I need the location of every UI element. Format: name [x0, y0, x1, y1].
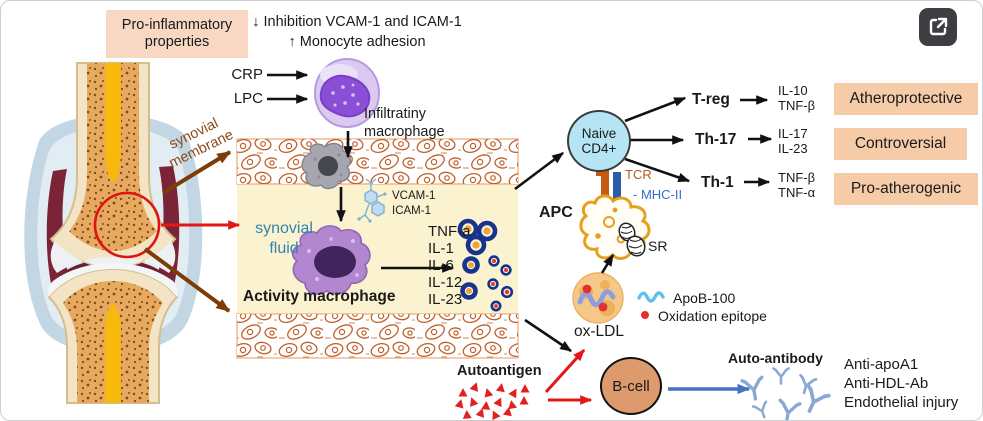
oxidation-epitope-dot: [641, 311, 649, 319]
oxldl-label: ox-LDL: [574, 323, 624, 340]
th17-cytokines: IL-17 IL-23: [778, 126, 808, 156]
expand-icon: [929, 17, 948, 36]
sr-label: SR: [648, 238, 668, 254]
naive-cd4-cell: Naive CD4+: [567, 110, 631, 172]
antibody-icons: [740, 367, 831, 420]
red-arrows: [161, 220, 593, 405]
outcome-line: Anti-HDL-Ab: [844, 375, 929, 392]
tissue-band-bottom: [236, 313, 519, 359]
expand-button[interactable]: [919, 8, 957, 46]
apob-wave-icon: [637, 291, 665, 303]
arrow-autoantigen-to-oxldl: [544, 348, 586, 394]
tissue-band-top: [236, 138, 519, 185]
arrow-naive-to-treg: [624, 96, 687, 123]
adhesion-molecule-icon: [357, 178, 387, 223]
arrow-membrane-to-oxldl: [524, 318, 572, 353]
autoantigen-triangles: [454, 382, 530, 420]
brown-arrows: [143, 150, 232, 313]
lpc-label: LPC: [233, 90, 263, 107]
cytokine-particles: [457, 218, 514, 312]
apob-legend-label: ApoB-100: [673, 290, 736, 306]
black-arrows: [267, 70, 773, 353]
cytokine-list: TNF-a IL-1 IL-6 IL-12 IL-23: [428, 223, 471, 308]
crp-label: CRP: [231, 66, 263, 83]
effects-caption: ↓ Inhibition VCAM-1 and ICAM-1 ↑ Monocyt…: [252, 14, 462, 50]
bcell-circle: B-cell: [600, 357, 662, 415]
autoantigen-label: Autoantigen: [457, 363, 542, 379]
outcome-box-proatherogenic: Pro-atherogenic: [834, 173, 978, 205]
outcome-box-atheroprotective: Atheroprotective: [834, 83, 978, 115]
treg-cytokines: IL-10 TNF-β: [778, 83, 816, 113]
arrow-naive-to-th1: [624, 157, 691, 183]
arrow-oxldl-to-sr: [600, 253, 615, 274]
activity-macrophage-icon: [291, 225, 371, 295]
activity-macrophage-label: Activity macrophage: [243, 288, 396, 305]
cytokine-item: IL-6: [428, 257, 454, 274]
pro-inflammatory-box: Pro-inflammatory properties: [106, 10, 248, 58]
outcome-line: Anti-apoA1: [844, 356, 919, 373]
mhc-ii-label: - MHC-II: [633, 187, 683, 202]
arrow-membrane-bottom: [143, 247, 231, 313]
tcr-label: TCR: [625, 167, 652, 182]
tcr-icon: [596, 167, 609, 200]
treg-label: T-reg: [692, 91, 730, 108]
cytokine-item: IL-1: [428, 240, 454, 257]
autoantibody-label: Auto-antibody: [728, 350, 823, 366]
infiltrating-macrophage-icon: [301, 142, 352, 190]
arrow-membrane-top: [161, 150, 232, 195]
cytokine-item: TNF-a: [428, 223, 471, 240]
adhesion-molecule-labels: VCAM-1 ICAM-1: [392, 190, 436, 217]
th1-label: Th-1: [701, 174, 734, 191]
cytokine-item: IL-12: [428, 274, 463, 291]
outcome-box-controversial: Controversial: [834, 128, 967, 160]
infiltrating-macrophage-label: Infiltratiny macrophage: [364, 106, 445, 141]
synovial-fluid-label: synovial fluid: [255, 220, 313, 257]
arrow-membrane-to-naive: [514, 151, 564, 191]
sr-receptor-icon: [618, 222, 646, 257]
oxidation-epitope-legend-label: Oxidation epitope: [658, 308, 767, 324]
outcome-line: Endothelial injury: [844, 394, 959, 411]
monocyte-icon: [314, 58, 380, 128]
joint-illustration: [24, 62, 203, 404]
humoral-outcomes: Anti-apoA1 Anti-HDL-Ab Endothelial injur…: [844, 355, 958, 412]
th17-label: Th-17: [695, 131, 737, 148]
joint-highlight-circle: [93, 191, 161, 259]
apc-label: APC: [539, 204, 573, 221]
cytokine-item: IL-23: [428, 291, 463, 308]
oxldl-icon: [572, 272, 624, 324]
th1-cytokines: TNF-β TNF-α: [778, 170, 816, 200]
